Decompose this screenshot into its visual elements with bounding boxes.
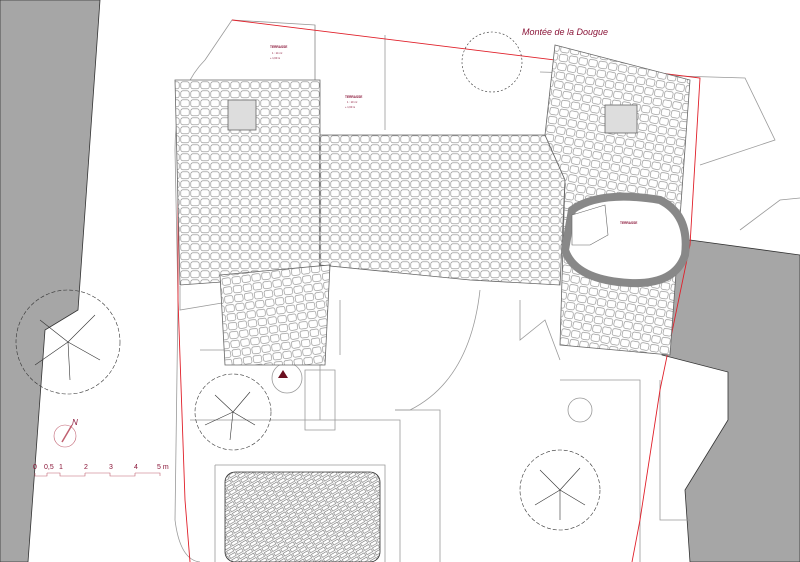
scale-bar: 0 0,5 1 2 3 4 5 m [33, 464, 169, 477]
room-label-3: TERRASSE [620, 221, 637, 225]
svg-text:+ 1,60 m: + 1,60 m [345, 105, 355, 109]
svg-text:+ 1,60 m: + 1,60 m [270, 56, 280, 60]
roof-center [319, 134, 566, 286]
street-name: Montée de la Dougue [522, 27, 608, 37]
neighbor-building-east [661, 239, 800, 562]
neighbor-building-west [0, 0, 101, 562]
svg-text:TERRASSE: TERRASSE [270, 45, 287, 49]
svg-text:1 : 10 m²: 1 : 10 m² [347, 100, 357, 104]
paved-court [224, 471, 381, 562]
svg-text:TERRASSE: TERRASSE [345, 95, 362, 99]
svg-text:0: 0 [33, 464, 37, 471]
svg-text:0,5: 0,5 [44, 464, 54, 471]
trees [15, 31, 601, 531]
room-label-2: TERRASSE 1 : 10 m² + 1,60 m [345, 95, 362, 109]
svg-text:1: 1 [59, 464, 63, 471]
entrance-marker [278, 370, 288, 378]
north-arrow: N [53, 418, 78, 448]
room-label-1: TERRASSE 1 : 14 m² + 1,60 m [270, 45, 287, 60]
svg-text:3: 3 [109, 464, 113, 471]
svg-text:2: 2 [84, 464, 88, 471]
svg-text:5 m: 5 m [157, 464, 169, 471]
roof-south-wing [219, 264, 331, 366]
skylight [227, 99, 257, 131]
svg-text:N: N [72, 418, 78, 427]
site-lines [174, 19, 800, 562]
svg-text:4: 4 [134, 464, 138, 471]
svg-text:1 : 14 m²: 1 : 14 m² [272, 51, 282, 55]
